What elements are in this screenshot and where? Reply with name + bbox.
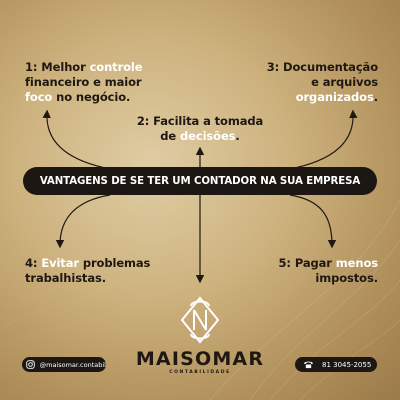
item-1-line-2: financeiro e maior — [25, 75, 142, 89]
item-5-line-1: 5: Pagar — [278, 256, 336, 270]
item-2-highlight-1: decisões — [180, 129, 236, 143]
item-4-highlight-1: Evitar — [41, 256, 79, 270]
item-1-highlight-2: foco — [25, 90, 53, 104]
item-4-line-1b: problemas — [78, 256, 151, 270]
item-3-period: . — [373, 90, 378, 104]
instagram-icon — [26, 359, 36, 370]
phone-icon — [303, 359, 314, 370]
arrow-to-item-5 — [289, 194, 337, 249]
item-3-line-2: e arquivos — [311, 75, 378, 89]
phone-number: 81 3045-2055 — [322, 360, 372, 369]
brand-name: MAISOMAR — [135, 348, 265, 370]
instagram-handle: @maisomar.contabil — [39, 360, 106, 369]
title-banner: VANTAGENS DE SE TER UM CONTADOR NA SUA E… — [23, 167, 377, 195]
item-1-line-3: no negócio. — [52, 90, 131, 104]
instagram-badge[interactable]: @maisomar.contabil — [22, 357, 106, 372]
item-2-text: 2: Facilita a tomada de decisões. — [120, 114, 280, 144]
maisomar-logo-icon — [180, 296, 220, 344]
item-1-highlight-1: controle — [89, 60, 143, 74]
item-1-text: 1: Melhor controle financeiro e maior fo… — [25, 60, 175, 105]
item-3-highlight-1: organizados — [295, 90, 374, 104]
item-2-period: . — [235, 129, 240, 143]
item-3-line-1: 3: Documentação — [266, 60, 378, 74]
arrow-to-item-4 — [55, 194, 111, 249]
item-5-text: 5: Pagar menos impostos. — [228, 256, 379, 286]
item-5-line-2: impostos. — [315, 271, 378, 285]
item-4-line-1: 4: — [25, 256, 42, 270]
brand-tagline: CONTABILIDADE — [169, 370, 231, 375]
item-4-text: 4: Evitar problemas trabalhistas. — [25, 256, 175, 286]
title-banner-text: VANTAGENS DE SE TER UM CONTADOR NA SUA E… — [39, 175, 361, 187]
item-3-text: 3: Documentação e arquivos organizados. — [228, 60, 378, 105]
phone-badge[interactable]: 81 3045-2055 — [295, 357, 377, 372]
item-5-highlight-1: menos — [335, 256, 378, 270]
item-2-line-1: 2: Facilita a tomada — [136, 114, 264, 128]
item-1-line-1: 1: Melhor — [25, 60, 90, 74]
item-2-line-2: de — [160, 129, 181, 143]
item-4-line-2: trabalhistas. — [25, 271, 107, 285]
